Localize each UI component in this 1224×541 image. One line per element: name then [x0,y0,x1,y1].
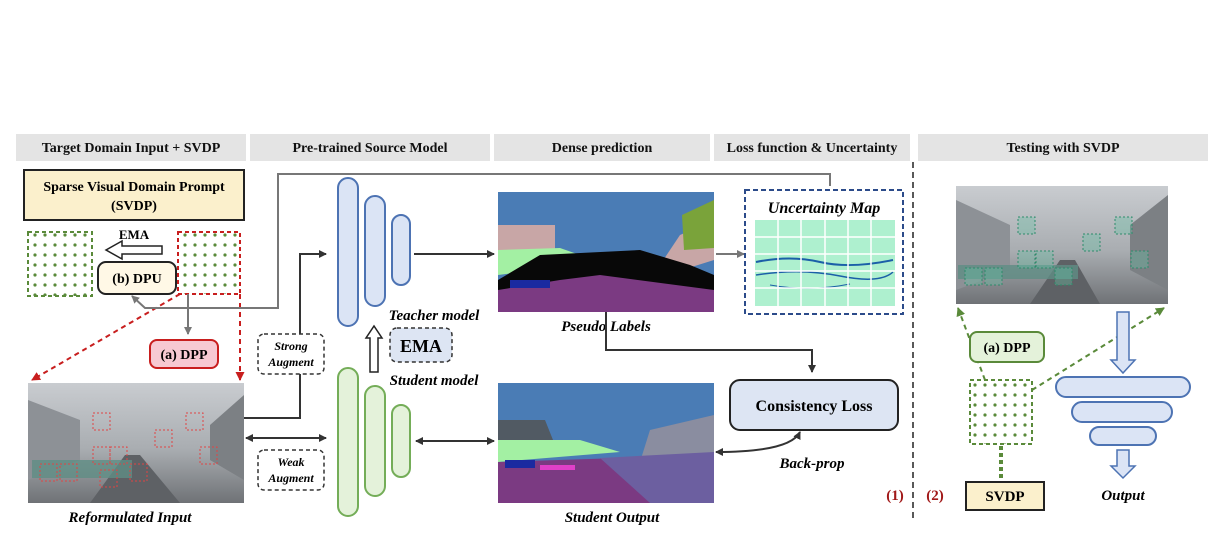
test-output-arrow-icon [1109,449,1137,480]
student-output-image [498,383,714,503]
green-flow-right [1031,307,1165,391]
ema-arrow-icon [104,239,163,261]
ema-large-label: EMA [400,336,442,356]
student-model [337,367,411,517]
test-dpp-label: (a) DPP [983,341,1030,356]
svdp-box-line1: Sparse Visual Domain Prompt [43,180,225,195]
marker-1: (1) [886,488,904,504]
dpu-label: (b) DPU [112,272,161,287]
prompt-grid-ema [27,231,93,297]
reformulated-input-image [28,383,244,503]
dpp-box [149,339,219,369]
uncertainty-feedback-line [131,173,831,309]
marker-2: (2) [926,488,944,504]
svdp-box-line2: (SVDP) [111,199,157,214]
header-dense-prediction: Dense prediction [552,141,653,156]
teacher-model [337,177,411,327]
test-input-image [956,186,1168,304]
strong-augment-line1: Strong [274,339,307,353]
student-output-label: Student Output [565,510,660,526]
weak-augment-line2: Augment [267,471,314,485]
ema-up-arrow-icon [364,324,384,373]
ema-small-label: EMA [119,227,150,242]
header-bar: Target Domain Input + SVDP Pre-trained S… [16,134,1208,161]
weak-augment-box [257,449,325,491]
header-target-input: Target Domain Input + SVDP [42,141,221,156]
prompt-grid-current [177,231,241,295]
reformulated-input-label: Reformulated Input [68,510,193,526]
ema-large-box [389,327,453,363]
header-loss-uncertainty: Loss function & Uncertainty [727,141,898,156]
strong-augment-line2: Augment [267,355,314,369]
test-output-label: Output [1101,488,1145,504]
uncertainty-map-label: Uncertainty Map [768,200,880,217]
dpp-label: (a) DPP [160,348,207,363]
svdp-box [23,169,245,221]
back-prop-label: Back-prop [779,456,845,472]
test-input-arrow-icon [1109,311,1137,375]
pseudo-labels-image [498,192,714,312]
test-prompt-grid [969,379,1033,445]
strong-augment-box [257,333,325,375]
dpu-box [97,261,177,295]
weak-augment-line1: Weak [277,455,304,469]
student-model-label: Student model [390,373,480,389]
test-dpp-box [969,331,1045,363]
teacher-model-label: Teacher model [389,308,481,324]
consistency-loss-label: Consistency Loss [756,398,873,415]
backprop-arrow [715,431,801,456]
test-model [1055,376,1191,446]
pseudo-to-loss-arrow [605,312,816,373]
header-source-model: Pre-trained Source Model [292,141,447,156]
header-testing: Testing with SVDP [1006,141,1120,156]
test-svdp-label: SVDP [985,489,1024,505]
test-svdp-box [965,481,1045,511]
uncertainty-map-image [755,220,895,306]
consistency-loss-box [729,379,899,431]
